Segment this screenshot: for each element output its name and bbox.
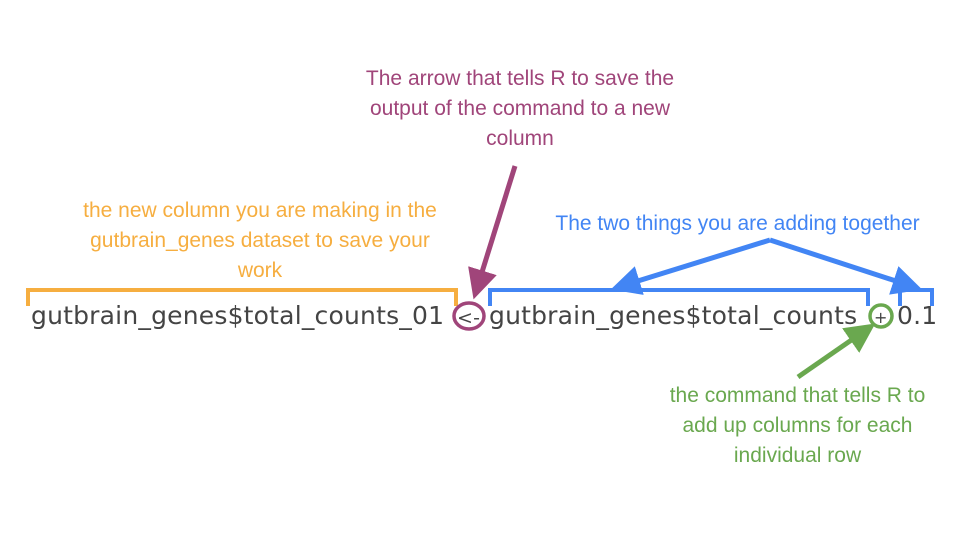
adding-annotation: The two things you are adding together — [555, 212, 920, 235]
code-rhs: gutbrain_genes$total_counts — [489, 301, 858, 330]
arrow-annotation: The arrow that tells R to save the outpu… — [365, 67, 675, 150]
code-plus: + — [874, 308, 888, 327]
purple-arrow — [468, 165, 518, 300]
green-arrow — [796, 323, 876, 380]
code-assign: <- — [457, 307, 481, 329]
plus-circle — [868, 303, 894, 329]
blue-arrow-left — [610, 237, 771, 295]
new-column-annotation: the new column you are making in the gut… — [83, 199, 437, 282]
blue-arrow-right — [769, 237, 923, 295]
orange-bracket — [26, 288, 458, 306]
plus-annotation: the command that tells R to add up colum… — [669, 384, 926, 467]
code-lhs: gutbrain_genes$total_counts_01 — [31, 301, 445, 330]
assign-circle — [452, 301, 486, 331]
code-value: 0.1 — [897, 301, 938, 330]
